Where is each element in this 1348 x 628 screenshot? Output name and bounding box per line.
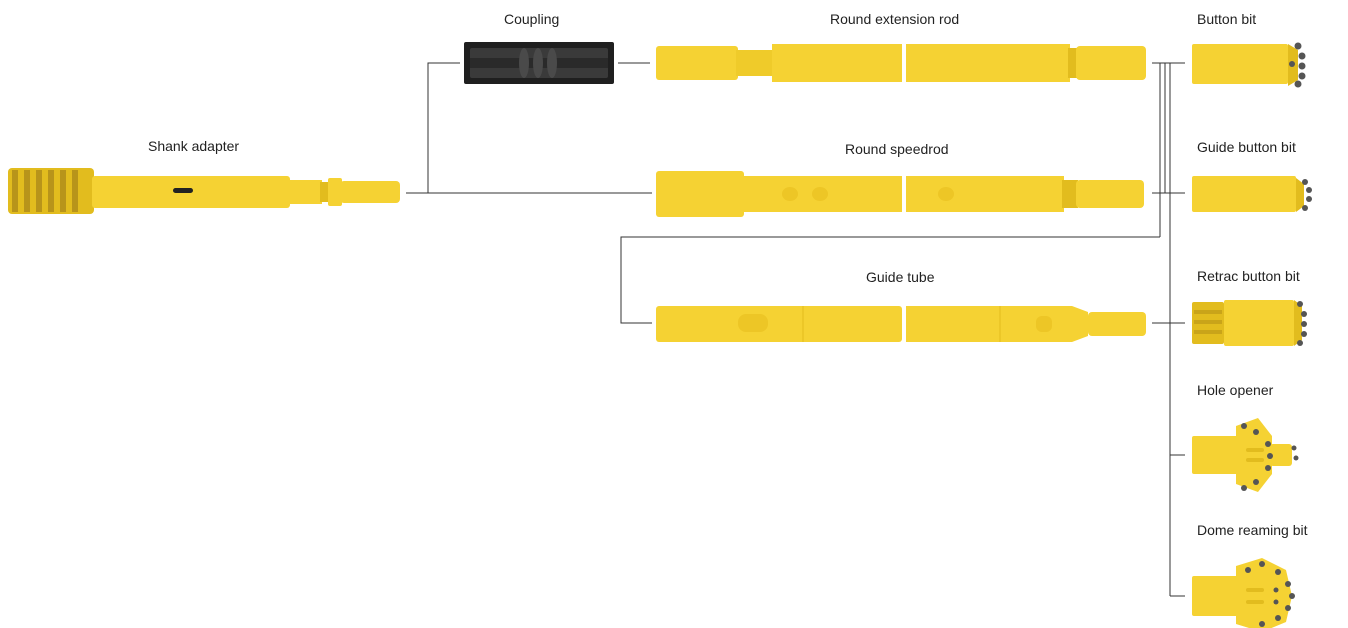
label-button-bit: Button bit — [1197, 11, 1257, 27]
label-retrac-button-bit: Retrac button bit — [1197, 268, 1300, 284]
retrac-button-bit — [1192, 300, 1307, 346]
guide-button-bit — [1192, 176, 1312, 212]
hole-opener — [1192, 418, 1299, 492]
connector-lines — [406, 62, 1185, 597]
connector-speedrod-to-guide-tube — [620, 236, 1160, 324]
label-guide-tube: Guide tube — [866, 269, 935, 285]
dome-reaming-bit — [1192, 558, 1295, 628]
coupling — [464, 42, 614, 84]
label-round-extension-rod: Round extension rod — [830, 11, 960, 27]
shank-adapter — [8, 168, 400, 214]
label-shank-adapter: Shank adapter — [148, 138, 240, 154]
connector-branch-to-coupling — [427, 62, 460, 193]
round-extension-rod — [656, 44, 1146, 82]
label-round-speedrod: Round speedrod — [845, 141, 949, 157]
round-speedrod — [656, 171, 1144, 217]
guide-tube — [656, 306, 1146, 342]
label-guide-button-bit: Guide button bit — [1197, 139, 1296, 155]
button-bit — [1192, 42, 1306, 88]
label-dome-reaming-bit: Dome reaming bit — [1197, 522, 1308, 538]
label-coupling: Coupling — [504, 11, 560, 27]
label-hole-opener: Hole opener — [1197, 382, 1274, 398]
